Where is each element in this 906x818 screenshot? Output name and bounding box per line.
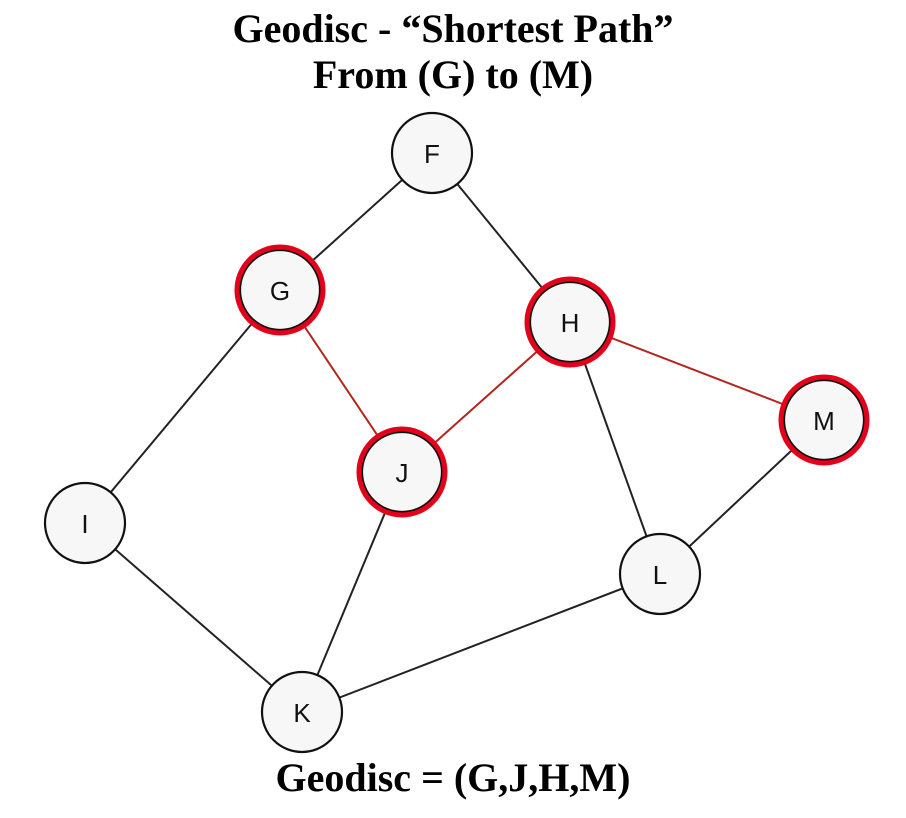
node-circle bbox=[43, 481, 127, 565]
node-circle bbox=[238, 248, 322, 332]
node-label: K bbox=[293, 698, 311, 728]
node-j: J bbox=[356, 426, 448, 518]
diagram-title: Geodisc - “Shortest Path” bbox=[232, 6, 674, 51]
node-h: H bbox=[524, 276, 616, 368]
node-label: J bbox=[396, 458, 409, 488]
node-label: M bbox=[813, 406, 835, 436]
node-circle bbox=[528, 280, 612, 364]
node-m: M bbox=[778, 374, 870, 466]
node-circle bbox=[782, 378, 866, 462]
node-label: H bbox=[561, 308, 580, 338]
node-circle bbox=[360, 430, 444, 514]
node-g: G bbox=[234, 244, 326, 336]
node-label: F bbox=[424, 139, 440, 169]
diagram-subtitle: From (G) to (M) bbox=[312, 52, 594, 97]
node-label: I bbox=[81, 509, 88, 539]
edges-layer bbox=[84, 152, 825, 713]
geodesic-caption: Geodisc = (G,J,H,M) bbox=[275, 755, 631, 800]
node-f: F bbox=[390, 111, 474, 195]
edge-i-k bbox=[84, 522, 303, 713]
highlight-ring bbox=[356, 426, 448, 518]
node-k: K bbox=[260, 670, 344, 754]
nodes-layer: F G H M J I L K bbox=[43, 111, 870, 754]
node-label: G bbox=[270, 276, 290, 306]
highlight-ring bbox=[524, 276, 616, 368]
node-i: I bbox=[43, 481, 127, 565]
node-circle bbox=[618, 532, 702, 616]
node-circle bbox=[390, 111, 474, 195]
node-l: L bbox=[618, 532, 702, 616]
highlight-ring bbox=[778, 374, 870, 466]
edge-g-i bbox=[84, 289, 281, 524]
highlight-ring bbox=[234, 244, 326, 336]
node-circle bbox=[260, 670, 344, 754]
node-label: L bbox=[653, 560, 667, 590]
edge-l-k bbox=[301, 573, 661, 713]
